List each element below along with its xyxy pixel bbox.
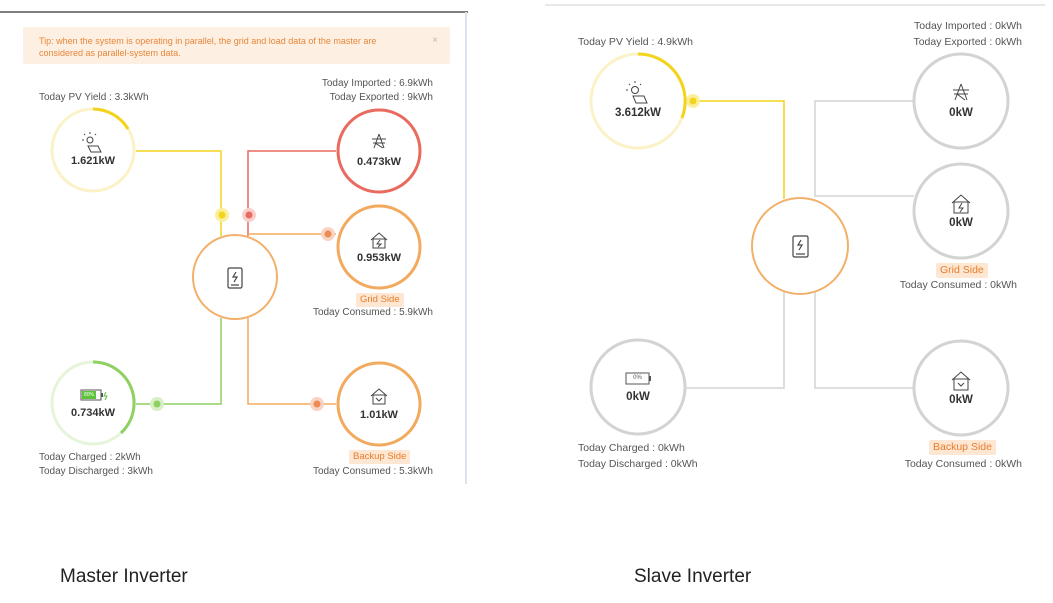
slave-pv-flow-line bbox=[693, 100, 785, 199]
tip-text: Tip: when the system is operating in par… bbox=[39, 36, 377, 58]
grid-exported-label: Today Exported : 9kWh bbox=[329, 92, 433, 103]
slave-backup-consumed-label: Today Consumed : 0kWh bbox=[904, 458, 1022, 470]
slave-pv-power-value: 3.612kW bbox=[614, 107, 662, 119]
pv-flow-line bbox=[136, 150, 222, 236]
backup-flow-dot bbox=[313, 400, 321, 408]
gridside-badge: Grid Side bbox=[356, 293, 404, 307]
battery-flow-dot bbox=[153, 400, 161, 408]
slave-house-lightning-icon bbox=[951, 194, 971, 214]
backup-badge: Backup Side bbox=[349, 450, 411, 464]
pv-power-value: 1.621kW bbox=[70, 155, 116, 167]
slave-inverter-node bbox=[751, 197, 849, 295]
slave-grid-flow-line bbox=[814, 100, 914, 197]
inverter-icon bbox=[227, 267, 243, 289]
slave-backup-badge: Backup Side bbox=[929, 440, 996, 455]
slave-battery-icon bbox=[625, 372, 651, 385]
slave-caption: Slave Inverter bbox=[634, 566, 752, 587]
grid-flow-dot bbox=[245, 211, 253, 219]
slave-gridside-power-value: 0kW bbox=[949, 217, 973, 229]
backup-power-value: 1.01kW bbox=[360, 409, 398, 421]
transmission-tower-icon bbox=[372, 133, 386, 149]
pv-progress-arc bbox=[92, 107, 130, 130]
slave-pv-progress-arc bbox=[637, 52, 687, 119]
battery-progress-arc bbox=[92, 360, 136, 435]
slave-battery-power-value: 0kW bbox=[626, 391, 650, 403]
slave-panel: Today PV Yield : 4.9kWh 3.612kW Today Im… bbox=[545, 0, 1053, 500]
gridside-node bbox=[336, 204, 422, 290]
pv-yield-label: Today PV Yield : 3.3kWh bbox=[39, 92, 149, 103]
master-diagram bbox=[0, 11, 468, 484]
slave-grid-node bbox=[912, 52, 1010, 150]
master-panel: Tip: when the system is operating in par… bbox=[0, 0, 470, 500]
grid-power-value: 0.473kW bbox=[356, 156, 402, 168]
slave-backup-node bbox=[912, 339, 1010, 437]
slave-gridside-consumed-label: Today Consumed : 0kWh bbox=[899, 279, 1017, 291]
grid-node bbox=[336, 108, 422, 194]
solar-panel-icon bbox=[82, 132, 102, 153]
gridside-power-value: 0.953kW bbox=[356, 252, 402, 264]
slave-inverter-icon bbox=[792, 235, 809, 258]
pv-flow-dot bbox=[218, 211, 226, 219]
backup-flow-line bbox=[247, 318, 336, 405]
slave-backup-power-value: 0kW bbox=[949, 394, 973, 406]
gridside-flow-dot bbox=[324, 230, 332, 238]
slave-gridside-badge: Grid Side bbox=[936, 263, 988, 278]
slave-backup-flow-line bbox=[814, 292, 914, 389]
slave-solar-panel-icon bbox=[626, 81, 648, 104]
battery-charged-label: Today Charged : 2kWh bbox=[39, 452, 141, 463]
slave-battery-flow-line bbox=[685, 292, 785, 389]
slave-battery-soc-label: 0% bbox=[633, 375, 642, 381]
slave-battery-node bbox=[589, 338, 687, 436]
battery-power-value: 0.734kW bbox=[70, 407, 116, 419]
slave-battery-charged-label: Today Charged : 0kWh bbox=[578, 442, 685, 454]
slave-grid-imported-label: Today Imported : 0kWh bbox=[914, 20, 1022, 32]
house-lightning-icon bbox=[370, 232, 388, 249]
gridside-consumed-label: Today Consumed : 5.9kWh bbox=[312, 307, 433, 318]
master-caption: Master Inverter bbox=[60, 566, 188, 587]
house-heart-icon bbox=[370, 388, 388, 405]
grid-flow-line bbox=[247, 150, 336, 236]
slave-pv-yield-label: Today PV Yield : 4.9kWh bbox=[578, 36, 693, 48]
slave-pv-flow-dot bbox=[689, 97, 697, 105]
slave-transmission-tower-icon bbox=[953, 83, 969, 101]
slave-grid-exported-label: Today Exported : 0kWh bbox=[913, 36, 1022, 48]
battery-discharged-label: Today Discharged : 3kWh bbox=[39, 466, 153, 477]
battery-flow-line bbox=[136, 318, 222, 405]
battery-icon bbox=[80, 389, 108, 401]
close-icon[interactable]: × bbox=[432, 35, 438, 46]
slave-diagram bbox=[545, 4, 1045, 437]
slave-grid-power-value: 0kW bbox=[949, 107, 973, 119]
slave-battery-discharged-label: Today Discharged : 0kWh bbox=[578, 458, 698, 470]
grid-imported-label: Today Imported : 6.9kWh bbox=[321, 78, 433, 89]
slave-house-heart-icon bbox=[951, 371, 971, 391]
backup-consumed-label: Today Consumed : 5.3kWh bbox=[312, 466, 433, 477]
battery-soc-label: 80% bbox=[83, 392, 94, 398]
tip-banner: Tip: when the system is operating in par… bbox=[23, 27, 450, 64]
